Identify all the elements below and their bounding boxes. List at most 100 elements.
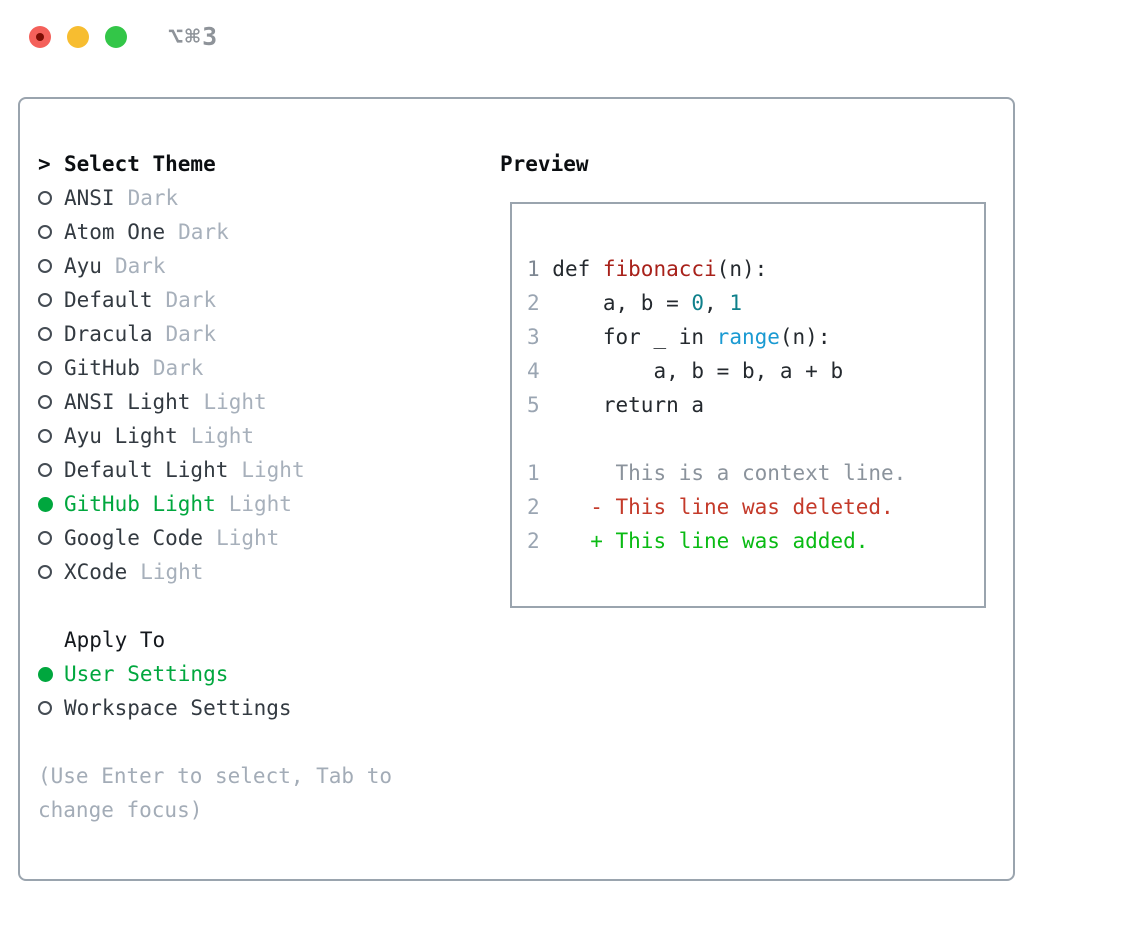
code-line: 1 def fibonacci(n): [527, 252, 984, 286]
radio-icon [38, 361, 64, 375]
spacer [38, 589, 392, 623]
theme-variant: Light [216, 526, 280, 550]
radio-dot [38, 429, 52, 443]
theme-variant: Light [190, 424, 255, 448]
theme-name: ANSI Light [64, 390, 191, 414]
close-button[interactable] [29, 26, 51, 48]
theme-variant: Dark [178, 220, 229, 244]
radio-selected-icon [38, 666, 64, 682]
theme-name: Default [64, 288, 153, 312]
line-number: 2 [527, 291, 540, 315]
code-segment: 0 [691, 291, 705, 315]
code-segment: This is a context line. [539, 461, 907, 485]
code-segment: a, b = [539, 291, 692, 315]
code-segment: fibonacci [602, 257, 717, 281]
radio-dot [38, 191, 52, 205]
theme-name: Default Light [64, 458, 229, 482]
apply-option-workspace-settings[interactable]: Workspace Settings [38, 691, 392, 725]
line-number: 4 [527, 359, 540, 383]
theme-name: GitHub Light [64, 492, 216, 516]
code-line: 1 This is a context line. [527, 456, 984, 490]
apply-to-header: Apply To [64, 628, 166, 652]
radio-dot [38, 463, 52, 477]
theme-option-default-light[interactable]: Default Light Light [38, 453, 392, 487]
apply-option-user-settings[interactable]: User Settings [38, 657, 392, 691]
theme-name: Atom One [64, 220, 166, 244]
select-theme-header: Select Theme [64, 152, 216, 176]
window-shortcut-label: ⌥⌘3 [168, 22, 220, 51]
apply-option-label: User Settings [64, 662, 229, 686]
radio-icon [38, 191, 64, 205]
line-number: 1 [527, 461, 540, 485]
radio-dot [38, 496, 53, 512]
line-number: 5 [527, 393, 540, 417]
radio-selected-icon [38, 496, 64, 512]
theme-name: GitHub [64, 356, 140, 380]
code-line [527, 422, 984, 456]
code-line: 2 a, b = 0, 1 [527, 286, 984, 320]
radio-icon [38, 565, 64, 579]
theme-variant: Dark [165, 288, 217, 312]
theme-variant: Dark [152, 356, 204, 380]
code-segment: (n): [779, 325, 831, 349]
apply-to-header-row: Apply To [38, 623, 392, 657]
radio-icon [38, 701, 64, 715]
theme-name: ANSI [64, 186, 115, 210]
radio-dot [38, 259, 52, 273]
code-segment: range [716, 325, 780, 349]
theme-variant: Light [241, 458, 305, 482]
radio-dot [38, 225, 52, 239]
theme-option-xcode[interactable]: XCode Light [38, 555, 392, 589]
radio-icon [38, 293, 64, 307]
traffic-lights [29, 26, 127, 48]
code-line: 2 - This line was deleted. [527, 490, 984, 524]
theme-name: Ayu [64, 254, 102, 278]
radio-dot [38, 531, 52, 545]
theme-option-ansi[interactable]: ANSI Dark [38, 181, 392, 215]
preview-header: Preview [500, 152, 589, 176]
theme-name: Google Code [64, 526, 204, 550]
prompt-icon: > [38, 152, 51, 176]
code-line: 4 a, b = b, a + b [527, 354, 984, 388]
line-number: 3 [527, 325, 540, 349]
theme-option-default[interactable]: Default Dark [38, 283, 392, 317]
radio-icon [38, 395, 64, 409]
radio-dot [38, 701, 52, 715]
radio-dot [38, 327, 52, 341]
theme-option-google-code[interactable]: Google Code Light [38, 521, 392, 555]
radio-icon [38, 225, 64, 239]
code-segment: (n): [716, 257, 768, 281]
code-line: 5 return a [527, 388, 984, 422]
line-number: 1 [527, 257, 540, 281]
code-segment: 1 [729, 291, 742, 315]
theme-variant: Dark [165, 322, 217, 346]
code-segment: - This line was deleted. [539, 495, 894, 519]
theme-option-atom-one[interactable]: Atom One Dark [38, 215, 392, 249]
theme-variant: Dark [127, 186, 179, 210]
code-segment: , [704, 291, 730, 315]
apply-option-label: Workspace Settings [64, 696, 292, 720]
radio-dot [38, 361, 52, 375]
code-segment: a, b = b, a + b [539, 359, 844, 383]
theme-option-github[interactable]: GitHub Dark [38, 351, 392, 385]
theme-variant: Light [140, 560, 204, 584]
code-segment: for _ in [539, 325, 717, 349]
theme-name: XCode [64, 560, 128, 584]
minimize-button[interactable] [67, 26, 89, 48]
zoom-button[interactable] [105, 26, 127, 48]
code-segment: + This line was added. [539, 529, 869, 553]
radio-icon [38, 327, 64, 341]
radio-icon [38, 463, 64, 477]
code-line: 2 + This line was added. [527, 524, 984, 558]
